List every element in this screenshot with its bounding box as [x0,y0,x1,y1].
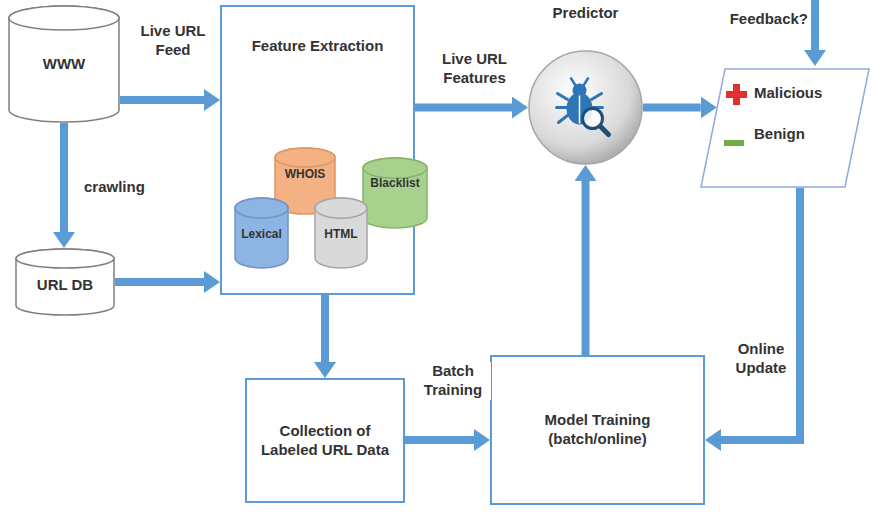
flow-arrow [582,181,590,355]
feature-cylinder: HTML [314,197,368,269]
process-box: Model Training (batch/online) [490,355,705,505]
note-label: Feedback? [718,10,810,29]
bug-icon [557,78,609,135]
flow-arrow [321,295,329,362]
flow-arrow [721,188,800,440]
flow-arrow [60,123,68,232]
edge-label: Live URL Features [425,50,524,88]
node-label: Feature Extraction [252,37,384,56]
plus-icon [726,84,747,105]
flow-arrow [115,278,204,286]
edge-label: Online Update [726,340,796,378]
feature-cylinder: Lexical [234,197,289,269]
flow-arrow [405,436,474,444]
feature-cylinder-outline [362,157,428,229]
node-label: URL DB [37,276,93,295]
process-box: Collection of Labeled URL Data [245,378,405,503]
predictor-circle: Predictor [528,50,643,165]
minus-icon [724,140,744,146]
process-box: LexicalWHOISHTMLBlacklistFeature Extract… [220,5,415,295]
node-title: Predictor [513,4,658,23]
database-cylinder: URL DB [15,248,115,316]
class-label: Benign [754,125,870,144]
edge-label: Batch Training [415,362,491,400]
flow-arrow [643,104,701,112]
feature-cylinder: Blacklist [362,157,428,229]
class-label: Malicious [754,84,870,103]
node-label: WHOIS [285,167,326,182]
flow-arrow [120,96,204,104]
edge-label: Live URL Feed [128,22,218,60]
predictor-circle-outline [528,50,643,165]
node-label: WWW [43,55,85,74]
flow-arrow [415,104,512,112]
node-label: Collection of Labeled URL Data [255,422,395,460]
edge-label: crawling [82,178,166,197]
output-parallelogram: MaliciousBenign [700,68,870,188]
node-label: HTML [324,227,357,242]
database-cylinder: WWW [8,5,120,123]
node-label: Blacklist [370,176,419,191]
node-label: Model Training (batch/online) [500,411,695,449]
node-label: Lexical [241,227,282,242]
